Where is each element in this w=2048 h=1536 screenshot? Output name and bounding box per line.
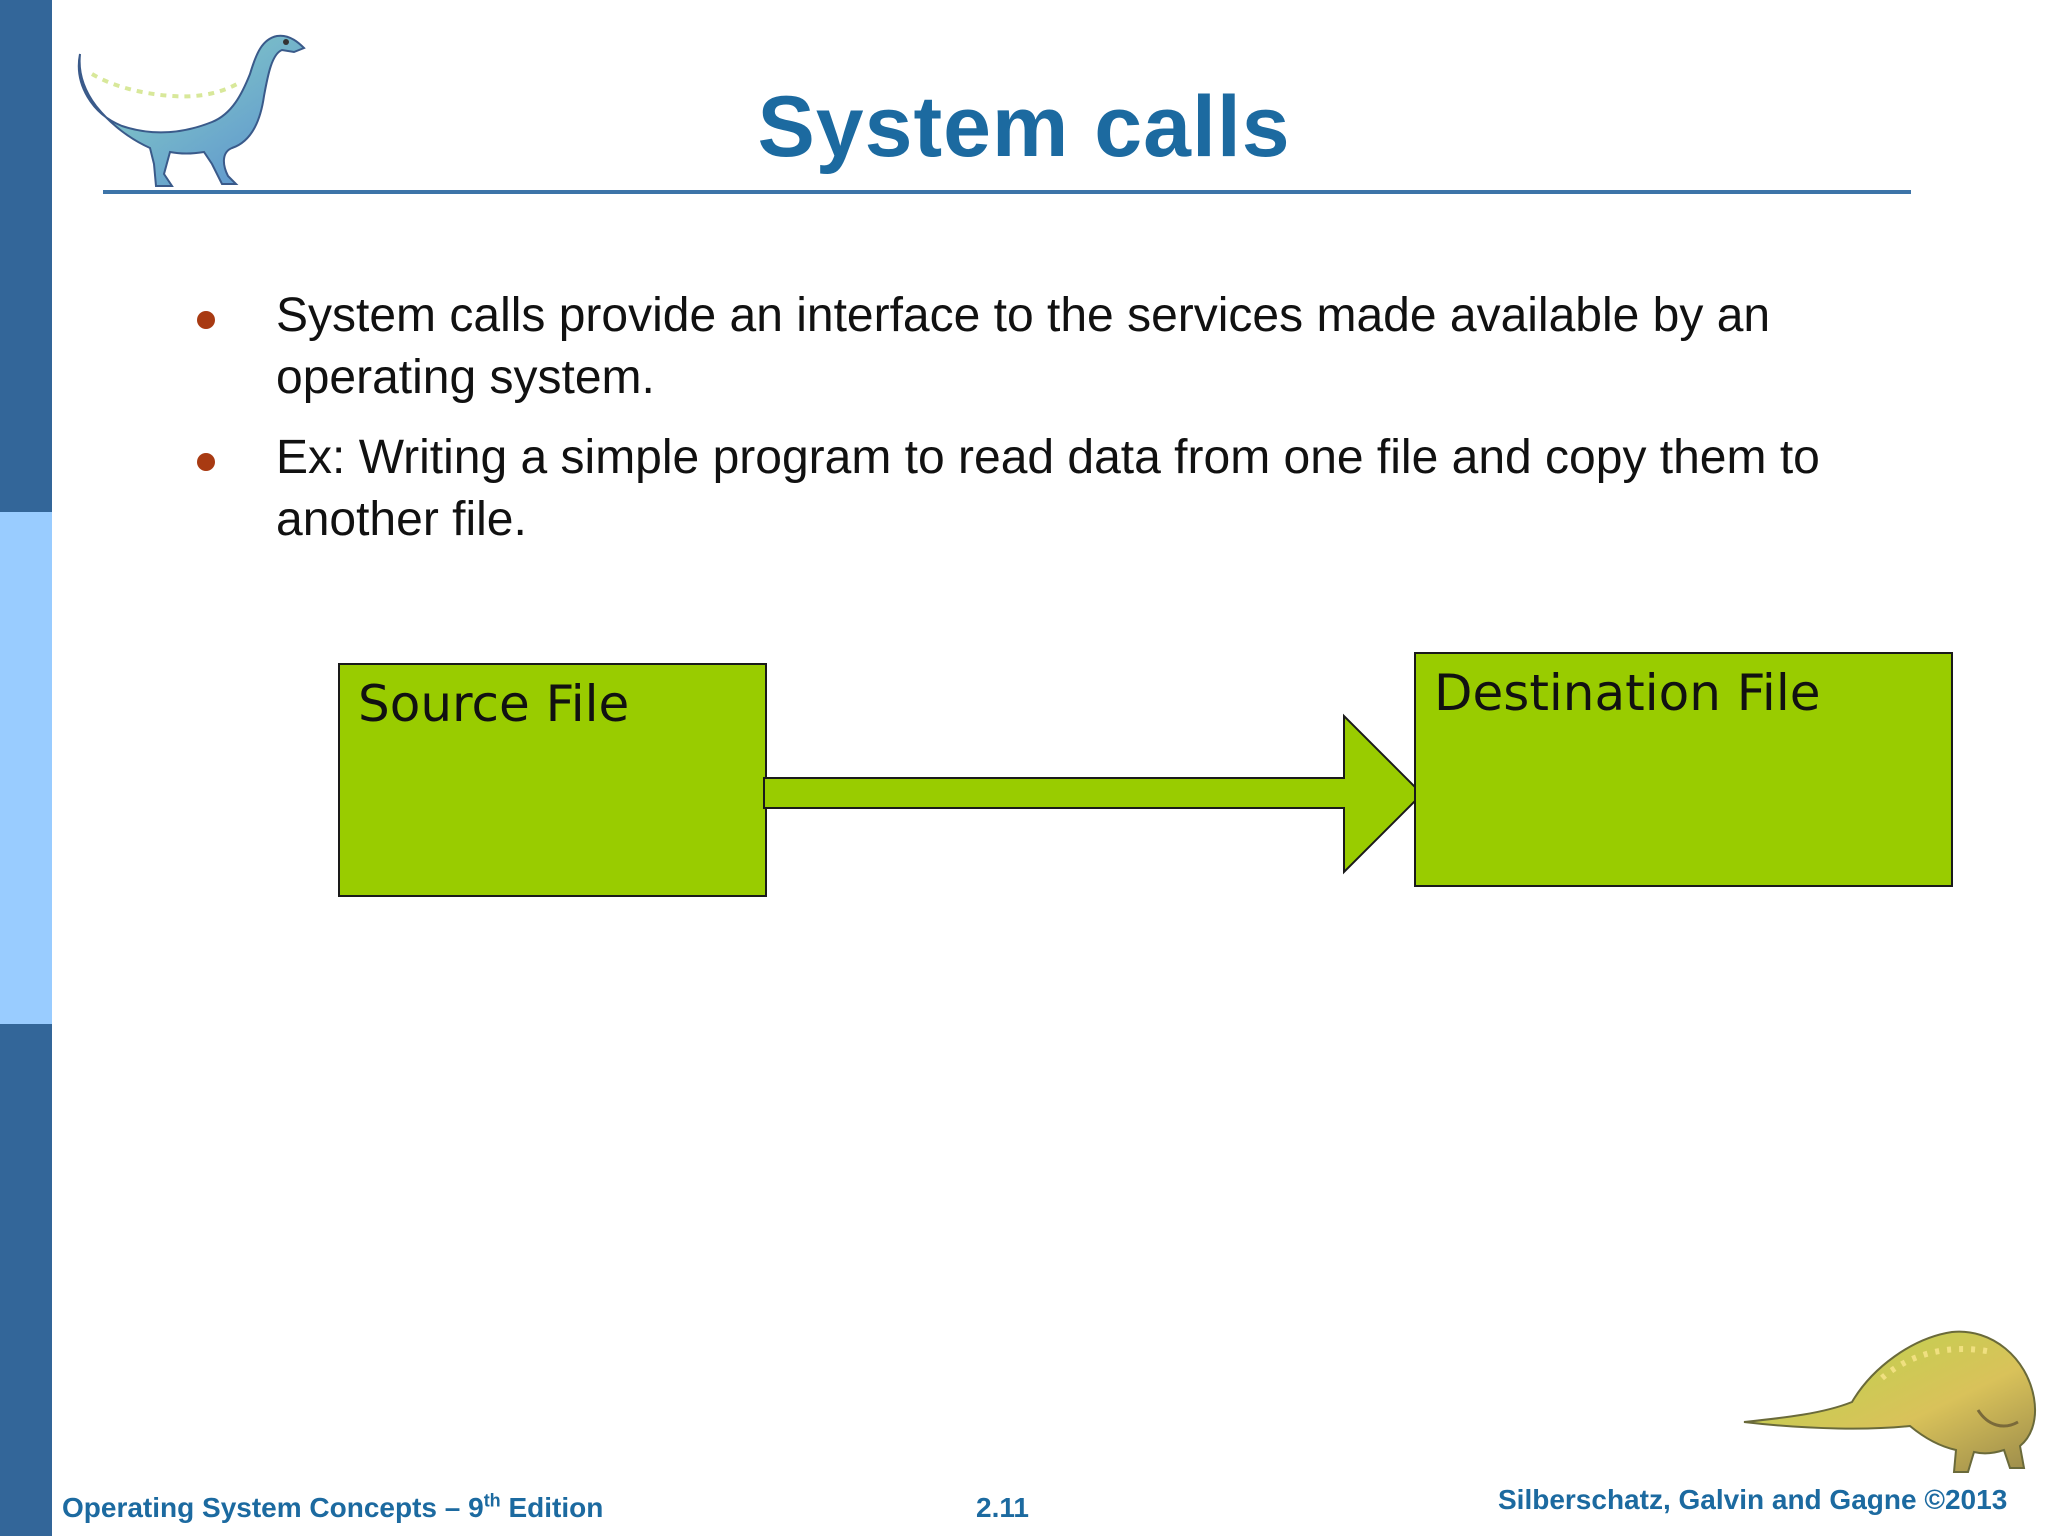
page-number: 2.11	[976, 1492, 1029, 1523]
bullet-text: Ex: Writing a simple program to read dat…	[276, 431, 1820, 546]
bullet-text: System calls provide an interface to the…	[276, 289, 1771, 404]
dinosaur-icon	[1743, 1330, 2036, 1473]
right-arrow-icon	[763, 713, 1424, 875]
source-file-label: Source File	[358, 675, 630, 733]
dinosaur-icon	[77, 34, 306, 187]
footer-edition-superscript: th	[483, 1490, 501, 1511]
sidebar-band-bottom	[0, 1024, 52, 1536]
bullet-icon	[197, 453, 215, 471]
source-file-box: Source File	[338, 663, 767, 897]
bullet-item: Ex: Writing a simple program to read dat…	[197, 427, 1976, 551]
footer-edition-text: Edition	[500, 1492, 604, 1523]
sidebar-band-top	[0, 0, 52, 512]
slide-title: System calls	[757, 79, 1291, 175]
bullet-item: System calls provide an interface to the…	[197, 285, 1976, 409]
footer-title-text: Operating System Concepts – 9	[62, 1492, 484, 1523]
sidebar-band-middle	[0, 512, 52, 1024]
title-underline	[103, 190, 1911, 194]
footer-book-title: Operating System Concepts – 9th Edition	[62, 1492, 603, 1524]
destination-file-label: Destination File	[1434, 664, 1821, 722]
destination-file-box: Destination File	[1414, 652, 1953, 887]
bullet-icon	[197, 311, 215, 329]
footer-copyright: Silberschatz, Galvin and Gagne ©2013	[1498, 1484, 2008, 1515]
